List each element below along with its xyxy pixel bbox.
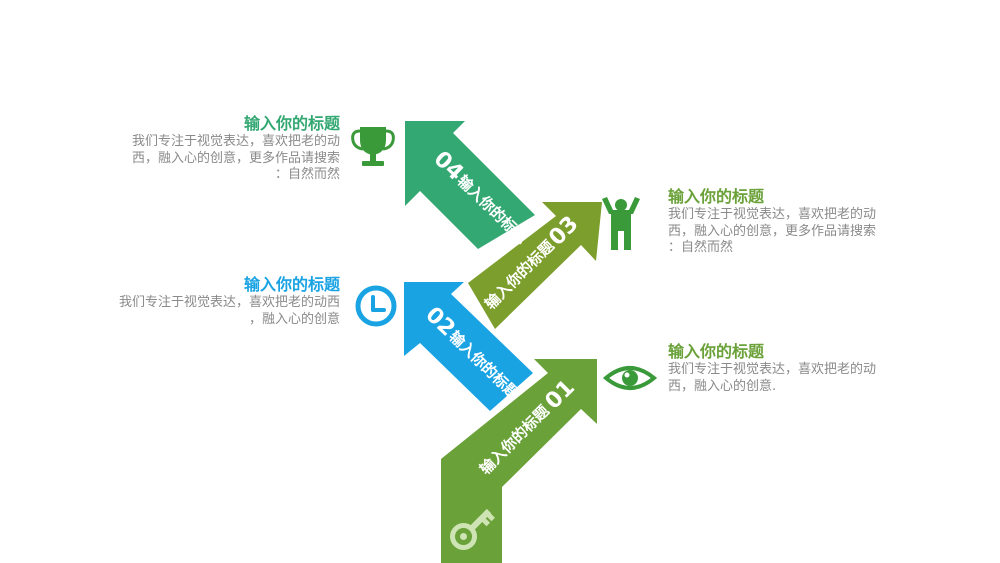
- key-icon: [450, 508, 495, 550]
- block-bottom-right-title: 输入你的标题: [668, 342, 765, 361]
- block-mid-left-body-line-1: 我们专注于视觉表达，喜欢把老的动西: [118, 295, 340, 310]
- block-mid-left: 输入你的标题 我们专注于视觉表达，喜欢把老的动西 ，融入心的创意: [119, 275, 340, 328]
- block-bottom-right: 输入你的标题 我们专注于视觉表达，喜欢把老的动 西，融入心的创意.: [668, 342, 876, 395]
- block-top-left: 输入你的标题 我们专注于视觉表达，喜欢把老的动 西，融入心的创意，更多作品请搜索…: [132, 114, 340, 184]
- arrow-step-02: [404, 282, 533, 411]
- trophy-icon: [351, 127, 395, 166]
- block-top-right: 输入你的标题 我们专注于视觉表达，喜欢把老的动 西，融入心的创意，更多作品请搜索…: [668, 187, 876, 257]
- block-bottom-right-body-line-2: 西，融入心的创意.: [668, 378, 777, 394]
- block-top-left-body-line-2: 西，融入心的创意，更多作品请搜索: [131, 150, 340, 166]
- arrow-step-01: [441, 359, 597, 563]
- clock-icon: [355, 285, 397, 327]
- block-mid-left-title: 输入你的标题: [243, 275, 340, 294]
- block-bottom-right-body-line-1: 我们专注于视觉表达，喜欢把老的动: [668, 362, 877, 377]
- arrow-step-03: [468, 202, 602, 329]
- block-top-right-body-line-2: 西，融入心的创意，更多作品请搜索: [668, 223, 877, 239]
- block-top-left-body-line-3: ：自然而然: [274, 167, 340, 182]
- person-icon: [602, 197, 640, 250]
- block-top-right-body-line-3: ：自然而然: [668, 240, 734, 255]
- block-mid-left-body-line-2: ，融入心的创意: [248, 311, 340, 327]
- eye-icon: [602, 366, 658, 390]
- block-top-left-body-line-1: 我们专注于视觉表达，喜欢把老的动: [131, 134, 340, 149]
- block-top-left-title: 输入你的标题: [243, 114, 340, 133]
- arrow-step-04: [405, 121, 535, 249]
- block-top-right-title: 输入你的标题: [668, 187, 765, 206]
- block-top-right-body-line-1: 我们专注于视觉表达，喜欢把老的动: [668, 207, 877, 222]
